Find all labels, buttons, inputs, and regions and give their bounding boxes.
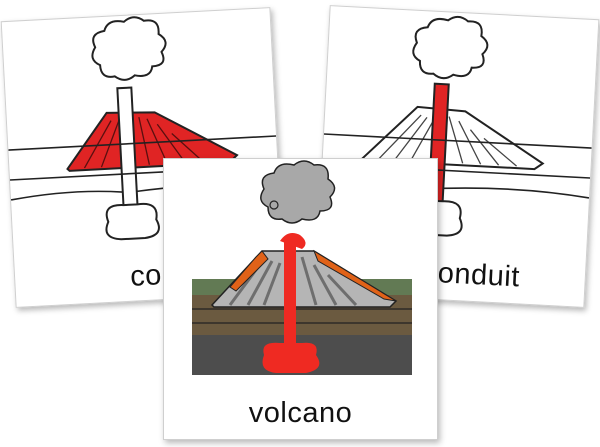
cone-card[interactable]: cone [0,7,286,308]
card-label-volcano: volcano [248,397,353,429]
smoke-cloud [260,160,336,224]
cone-illustration [8,16,279,241]
volcano-illustration [192,160,412,375]
lava-flow [312,249,397,302]
magma-chamber [262,342,320,373]
cone-shape [66,111,239,172]
conduit-shape [284,239,296,367]
lava-flow [229,250,269,292]
smoke-cloud [91,16,167,81]
magma-chamber [105,202,160,241]
smoke-cloud [412,15,489,80]
volcano-card[interactable]: volcano [163,158,438,440]
